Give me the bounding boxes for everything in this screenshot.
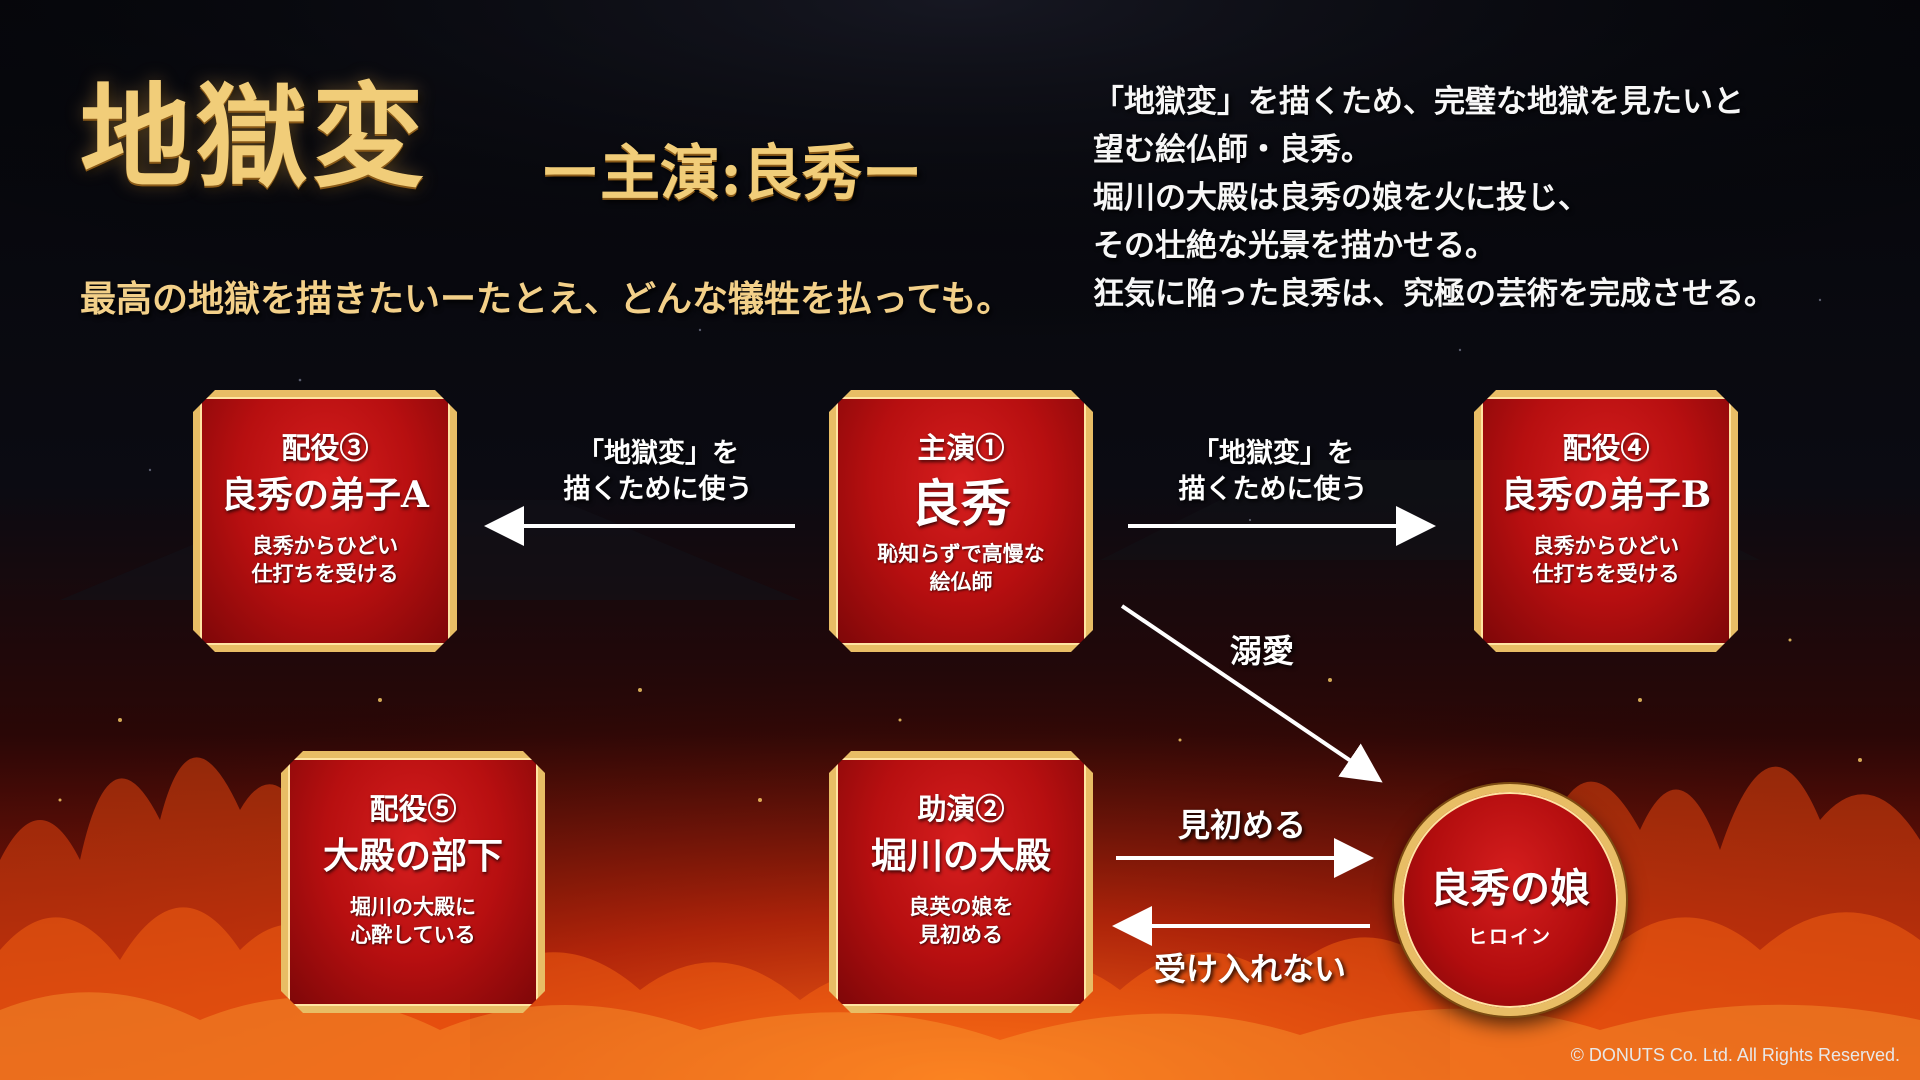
card-desc-line: 仕打ちを受ける [1532, 561, 1680, 587]
card-desc: 恥知らずで高慢な 絵仏師 [836, 540, 1086, 596]
card-name: 良秀の弟子B [1500, 473, 1712, 516]
card-desc-line: 恥知らずで高慢な [877, 541, 1045, 567]
card-horikawa-lord: 助演② 堀川の大殿 良英の娘を 見初める [829, 751, 1093, 1013]
card-heroine: 良秀の娘 ヒロイン [1394, 784, 1626, 1016]
card-name: 良秀の弟子A [221, 473, 429, 516]
tagline: 最高の地獄を描きたいーたとえ、どんな犠牲を払っても。 [80, 278, 1013, 320]
card-desc: 堀川の大殿に 心酔している [288, 893, 538, 949]
heroine-desc: ヒロイン [1467, 926, 1552, 948]
label-rejects: 受け入れない [1154, 950, 1347, 988]
synopsis: 「地獄変」を描くため、完璧な地獄を見たいと 望む絵仏師・良秀。 堀川の大殿は良秀… [1093, 78, 1893, 318]
card-role: 主演① [917, 431, 1005, 465]
synopsis-line: 堀川の大殿は良秀の娘を火に投じ、 [1093, 180, 1589, 216]
card-disciple-a: 配役③ 良秀の弟子A 良秀からひどい 仕打ちを受ける [193, 390, 457, 652]
synopsis-line: 狂気に陥った良秀は、究極の芸術を完成させる。 [1093, 276, 1775, 312]
card-role: 配役③ [281, 431, 369, 465]
page-title: 地獄変 [80, 72, 428, 203]
page-subtitle: ー主演:良秀ー [540, 139, 923, 209]
card-desc: 良秀からひどい 仕打ちを受ける [200, 532, 450, 588]
card-desc-line: 良秀からひどい [251, 533, 399, 559]
label-doting: 溺愛 [1230, 632, 1295, 670]
card-desc: 良英の娘を 見初める [836, 893, 1086, 949]
card-role: 配役④ [1562, 431, 1650, 465]
card-name: 堀川の大殿 [870, 834, 1051, 877]
card-desc-line: 堀川の大殿に [350, 894, 476, 920]
card-desc: 良秀からひどい 仕打ちを受ける [1481, 532, 1731, 588]
label-line: 「地獄変」を [577, 438, 739, 469]
label-line: 描くために使う [563, 474, 753, 505]
card-disciple-b: 配役④ 良秀の弟子B 良秀からひどい 仕打ちを受ける [1474, 390, 1738, 652]
label-use-right: 「地獄変」を 描くために使う [1163, 436, 1383, 508]
label-use-left: 「地獄変」を 描くために使う [548, 436, 768, 508]
card-desc-line: 絵仏師 [929, 569, 993, 595]
card-role: 配役⑤ [369, 792, 457, 826]
label-line: 描くために使う [1178, 474, 1368, 505]
card-desc-line: 良秀からひどい [1532, 533, 1680, 559]
synopsis-line: 「地獄変」を描くため、完璧な地獄を見たいと [1093, 84, 1744, 120]
label-line: 「地獄変」を [1192, 438, 1354, 469]
card-name: 良秀 [911, 473, 1011, 533]
card-desc-line: 仕打ちを受ける [251, 561, 399, 587]
synopsis-line: 望む絵仏師・良秀。 [1093, 132, 1372, 168]
card-lead: 主演① 良秀 恥知らずで高慢な 絵仏師 [829, 390, 1093, 652]
label-falls-for: 見初める [1178, 806, 1307, 844]
copyright: © DONUTS Co. Ltd. All Rights Reserved. [1570, 1045, 1900, 1065]
card-desc-line: 心酔している [350, 922, 476, 948]
card-desc-line: 良英の娘を [908, 894, 1014, 920]
card-lord-subordinate: 配役⑤ 大殿の部下 堀川の大殿に 心酔している [281, 751, 545, 1013]
synopsis-line: その壮絶な光景を描かせる。 [1093, 228, 1496, 264]
card-desc-line: 見初める [919, 922, 1003, 948]
card-role: 助演② [917, 792, 1005, 826]
card-name: 大殿の部下 [322, 834, 503, 877]
heroine-name: 良秀の娘 [1430, 865, 1590, 912]
